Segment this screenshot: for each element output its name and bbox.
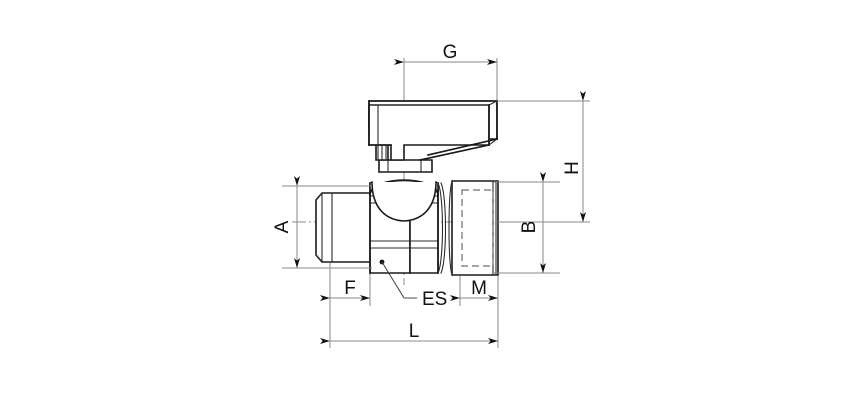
handle-lever xyxy=(368,100,498,161)
valve-body xyxy=(369,179,447,274)
dimension-label-F: F xyxy=(344,278,356,299)
dimension-L: L xyxy=(320,298,499,348)
hidden-bore xyxy=(461,189,494,267)
dimension-label-L: L xyxy=(409,321,420,342)
dimension-label-G: G xyxy=(443,42,458,63)
annotation-ES: ES xyxy=(381,261,447,310)
annotation-label-ES: ES xyxy=(422,289,447,310)
dimension-label-H: H xyxy=(562,161,583,175)
dimension-B: B xyxy=(494,172,560,274)
dimension-label-A: A xyxy=(272,220,293,233)
dimension-G: G xyxy=(394,42,498,100)
dimension-M: M xyxy=(450,276,499,306)
dimension-label-B: B xyxy=(519,221,540,234)
female-socket-end xyxy=(448,180,499,276)
dimension-label-M: M xyxy=(471,278,487,299)
dimension-A: A xyxy=(272,176,372,269)
male-thread-end xyxy=(315,192,377,263)
